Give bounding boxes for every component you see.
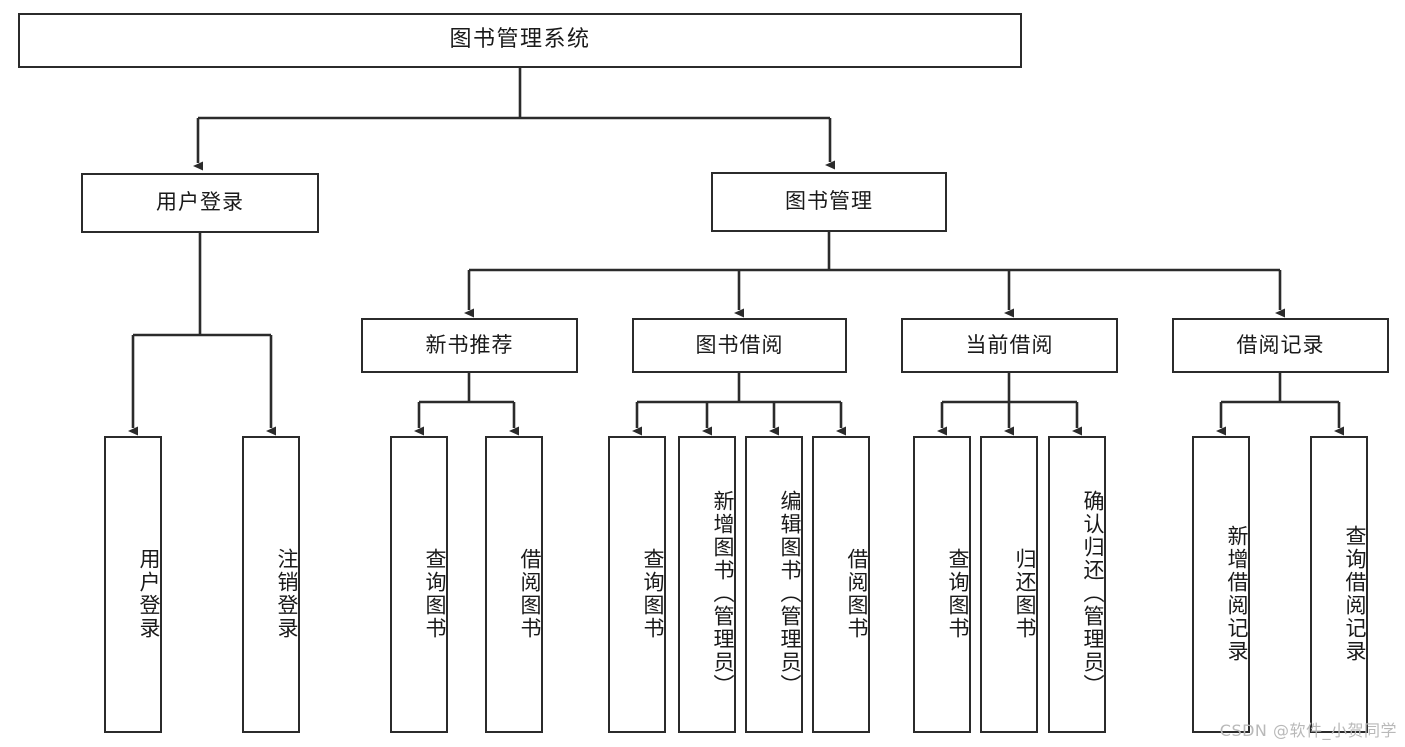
leaf-add-borrow-record-label: 新增借阅记录 (1225, 524, 1249, 663)
node-book-management-label: 图书管理 (785, 189, 873, 214)
leaf-borrow-book[interactable]: 借阅图书 (812, 436, 870, 733)
node-new-book-recommend[interactable]: 新书推荐 (361, 318, 578, 373)
node-current-borrow[interactable]: 当前借阅 (901, 318, 1118, 373)
node-root[interactable]: 图书管理系统 (18, 13, 1022, 68)
leaf-return-book-label: 归还图书 (1013, 547, 1037, 640)
leaf-logout[interactable]: 注销登录 (242, 436, 300, 733)
leaf-query-book-borrow[interactable]: 查询图书 (608, 436, 666, 733)
leaf-query-book-newbook[interactable]: 查询图书 (390, 436, 448, 733)
leaf-query-book-current[interactable]: 查询图书 (913, 436, 971, 733)
leaf-query-borrow-record-label: 查询借阅记录 (1343, 524, 1367, 663)
leaf-logout-label: 注销登录 (275, 547, 299, 640)
leaf-borrow-book-newbook[interactable]: 借阅图书 (485, 436, 543, 733)
node-book-borrow[interactable]: 图书借阅 (632, 318, 847, 373)
leaf-return-book[interactable]: 归还图书 (980, 436, 1038, 733)
node-user-login[interactable]: 用户登录 (81, 173, 319, 233)
leaf-query-book-borrow-label: 查询图书 (641, 547, 665, 640)
leaf-edit-book-admin-label: 编辑图书（管理员） (778, 490, 802, 697)
leaf-add-borrow-record[interactable]: 新增借阅记录 (1192, 436, 1250, 733)
node-borrow-record[interactable]: 借阅记录 (1172, 318, 1389, 373)
leaf-query-book-current-label: 查询图书 (946, 547, 970, 640)
node-new-book-recommend-label: 新书推荐 (425, 332, 514, 357)
leaf-query-book-newbook-label: 查询图书 (423, 547, 447, 640)
node-borrow-record-label: 借阅记录 (1236, 332, 1325, 357)
leaf-confirm-return-admin[interactable]: 确认归还（管理员） (1048, 436, 1106, 733)
leaf-edit-book-admin[interactable]: 编辑图书（管理员） (745, 436, 803, 733)
leaf-add-book-admin[interactable]: 新增图书（管理员） (678, 436, 736, 733)
node-current-borrow-label: 当前借阅 (965, 332, 1054, 357)
leaf-user-login-label: 用户登录 (137, 547, 161, 640)
leaf-query-borrow-record[interactable]: 查询借阅记录 (1310, 436, 1368, 733)
node-root-label: 图书管理系统 (449, 27, 591, 53)
leaf-user-login[interactable]: 用户登录 (104, 436, 162, 733)
node-user-login-label: 用户登录 (156, 190, 244, 215)
leaf-confirm-return-admin-label: 确认归还（管理员） (1081, 490, 1105, 697)
watermark: CSDN @软件_小贺同学 (1219, 721, 1397, 740)
node-book-borrow-label: 图书借阅 (695, 332, 784, 357)
leaf-add-book-admin-label: 新增图书（管理员） (711, 490, 735, 697)
leaf-borrow-book-newbook-label: 借阅图书 (518, 547, 542, 640)
leaf-borrow-book-label: 借阅图书 (845, 547, 869, 640)
node-book-management[interactable]: 图书管理 (711, 172, 947, 232)
